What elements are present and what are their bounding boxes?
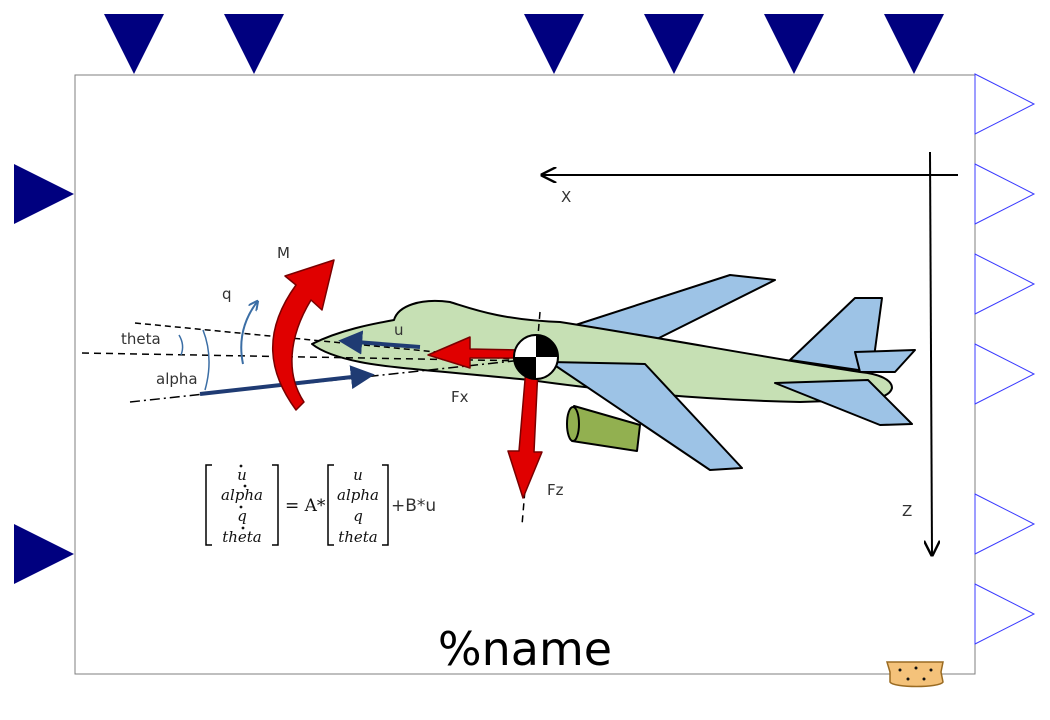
right-port-4[interactable] bbox=[974, 343, 1036, 405]
left-port-1[interactable] bbox=[14, 164, 74, 224]
velocity-label: u bbox=[394, 321, 404, 339]
right-port-1[interactable] bbox=[974, 73, 1036, 135]
engine-intake bbox=[566, 406, 580, 442]
theta-arc bbox=[178, 334, 184, 356]
alpha-label: alpha bbox=[156, 370, 198, 388]
lhs-bracket-left bbox=[205, 464, 212, 546]
top-input-ports bbox=[104, 14, 944, 74]
z-axis-label: Z bbox=[902, 502, 912, 520]
top-port-3[interactable] bbox=[524, 14, 584, 74]
top-port-1[interactable] bbox=[104, 14, 164, 74]
x-axis-label: X bbox=[561, 188, 571, 206]
dot-1 bbox=[239, 464, 243, 468]
rhs-bracket-left bbox=[327, 464, 334, 546]
lhs-state-1: u bbox=[237, 466, 247, 484]
dot-2 bbox=[243, 484, 247, 488]
lhs-state-4: theta bbox=[222, 528, 262, 546]
rhs-state-1: u bbox=[353, 466, 363, 484]
equals-a-term: = A* bbox=[285, 496, 326, 516]
near-stabilizer bbox=[774, 379, 913, 426]
plus-b-term: +B*u bbox=[391, 496, 436, 516]
fuselage bbox=[311, 300, 893, 403]
lhs-state-3: q bbox=[237, 507, 247, 525]
rhs-state-3: q bbox=[353, 507, 363, 525]
u-arrow bbox=[338, 330, 421, 355]
pitch-rate-label: q bbox=[222, 285, 232, 303]
block-name-label: %name bbox=[438, 622, 612, 676]
moment-label: M bbox=[277, 244, 290, 262]
dot-4 bbox=[241, 526, 245, 530]
rhs-state-2: alpha bbox=[337, 486, 379, 504]
library-link-icon[interactable] bbox=[885, 661, 944, 688]
rhs-state-4: theta bbox=[338, 528, 378, 546]
cg-marker bbox=[513, 334, 559, 380]
lhs-state-2: alpha bbox=[221, 486, 263, 504]
right-port-5[interactable] bbox=[974, 493, 1036, 555]
right-port-6[interactable] bbox=[974, 583, 1036, 645]
fz-label: Fz bbox=[547, 481, 564, 499]
state-space-equation: u alpha q theta = A* u alpha q theta +B*… bbox=[205, 464, 436, 546]
left-port-2[interactable] bbox=[14, 524, 74, 584]
moment-arrow bbox=[271, 259, 335, 411]
right-port-2[interactable] bbox=[974, 163, 1036, 225]
force-arrows bbox=[427, 336, 543, 499]
angle-arcs bbox=[178, 302, 257, 391]
left-input-ports bbox=[14, 164, 74, 584]
fx-label: Fx bbox=[451, 388, 469, 406]
velocity-axis-line bbox=[129, 355, 561, 403]
near-wing bbox=[549, 361, 743, 471]
z-axis-arrow bbox=[930, 151, 932, 555]
top-port-5[interactable] bbox=[764, 14, 824, 74]
lhs-bracket-right bbox=[272, 464, 279, 546]
aircraft-illustration bbox=[311, 274, 916, 471]
alpha-arc bbox=[202, 329, 210, 391]
far-stabilizer bbox=[854, 349, 916, 373]
dot-3 bbox=[239, 505, 243, 509]
fz-arrow bbox=[507, 367, 543, 499]
right-port-3[interactable] bbox=[974, 253, 1036, 315]
top-port-6[interactable] bbox=[884, 14, 944, 74]
top-port-2[interactable] bbox=[224, 14, 284, 74]
top-port-4[interactable] bbox=[644, 14, 704, 74]
rhs-bracket-right bbox=[382, 464, 389, 546]
right-output-ports bbox=[974, 73, 1036, 645]
earth-axes: X Z bbox=[542, 151, 958, 555]
q-arc-arrow bbox=[240, 302, 257, 365]
theta-label: theta bbox=[121, 330, 161, 348]
